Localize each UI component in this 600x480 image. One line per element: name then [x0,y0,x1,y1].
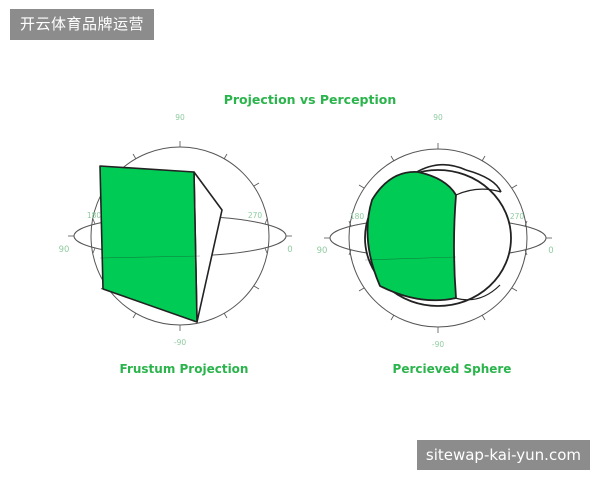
right-tick-inner-left: 180 [350,212,365,221]
left-tick-top: 90 [175,113,185,122]
left-tick-bottom: -90 [174,338,186,347]
left-tick-left: 90 [59,245,70,255]
right-tick-left: 90 [317,246,328,256]
sphere-seam-top-right [465,169,502,193]
right-tick-bottom: -90 [432,340,444,349]
right-tick-inner-right: 270 [510,212,525,221]
perceived-sphere-figure: 90 -90 90 0 180 270 Percieved Sphere [317,113,554,376]
right-equator-overlay [364,256,457,261]
bottom-watermark: sitewap-kai-yun.com [416,440,590,470]
sphere-seam-mid [455,188,502,196]
frustum-front-face [99,165,198,323]
left-tick-inner-right: 270 [248,211,263,220]
frustum-projection-figure: 90 -90 90 0 180 270 Frustum Projection [59,113,293,376]
right-tick-right: 0 [548,246,553,256]
frustum-caption: Frustum Projection [120,362,249,376]
right-tick-top: 90 [433,113,443,122]
left-tick-inner-left: 180 [87,211,102,220]
left-equator-overlay [99,255,201,259]
sphere-seam-bottom [454,284,501,301]
sphere-seam-top [414,163,467,174]
sphere-front-patch [366,171,457,302]
diagram-title: Projection vs Perception [224,92,397,107]
top-watermark: 开云体育品牌运营 [10,9,155,40]
right-equator-ticks [324,220,552,256]
left-equator-ticks [68,218,292,254]
left-tick-right: 0 [287,245,292,255]
frustum-side-face [193,171,223,323]
right-meridian-ticks [358,143,518,333]
sphere-caption: Percieved Sphere [393,362,512,376]
